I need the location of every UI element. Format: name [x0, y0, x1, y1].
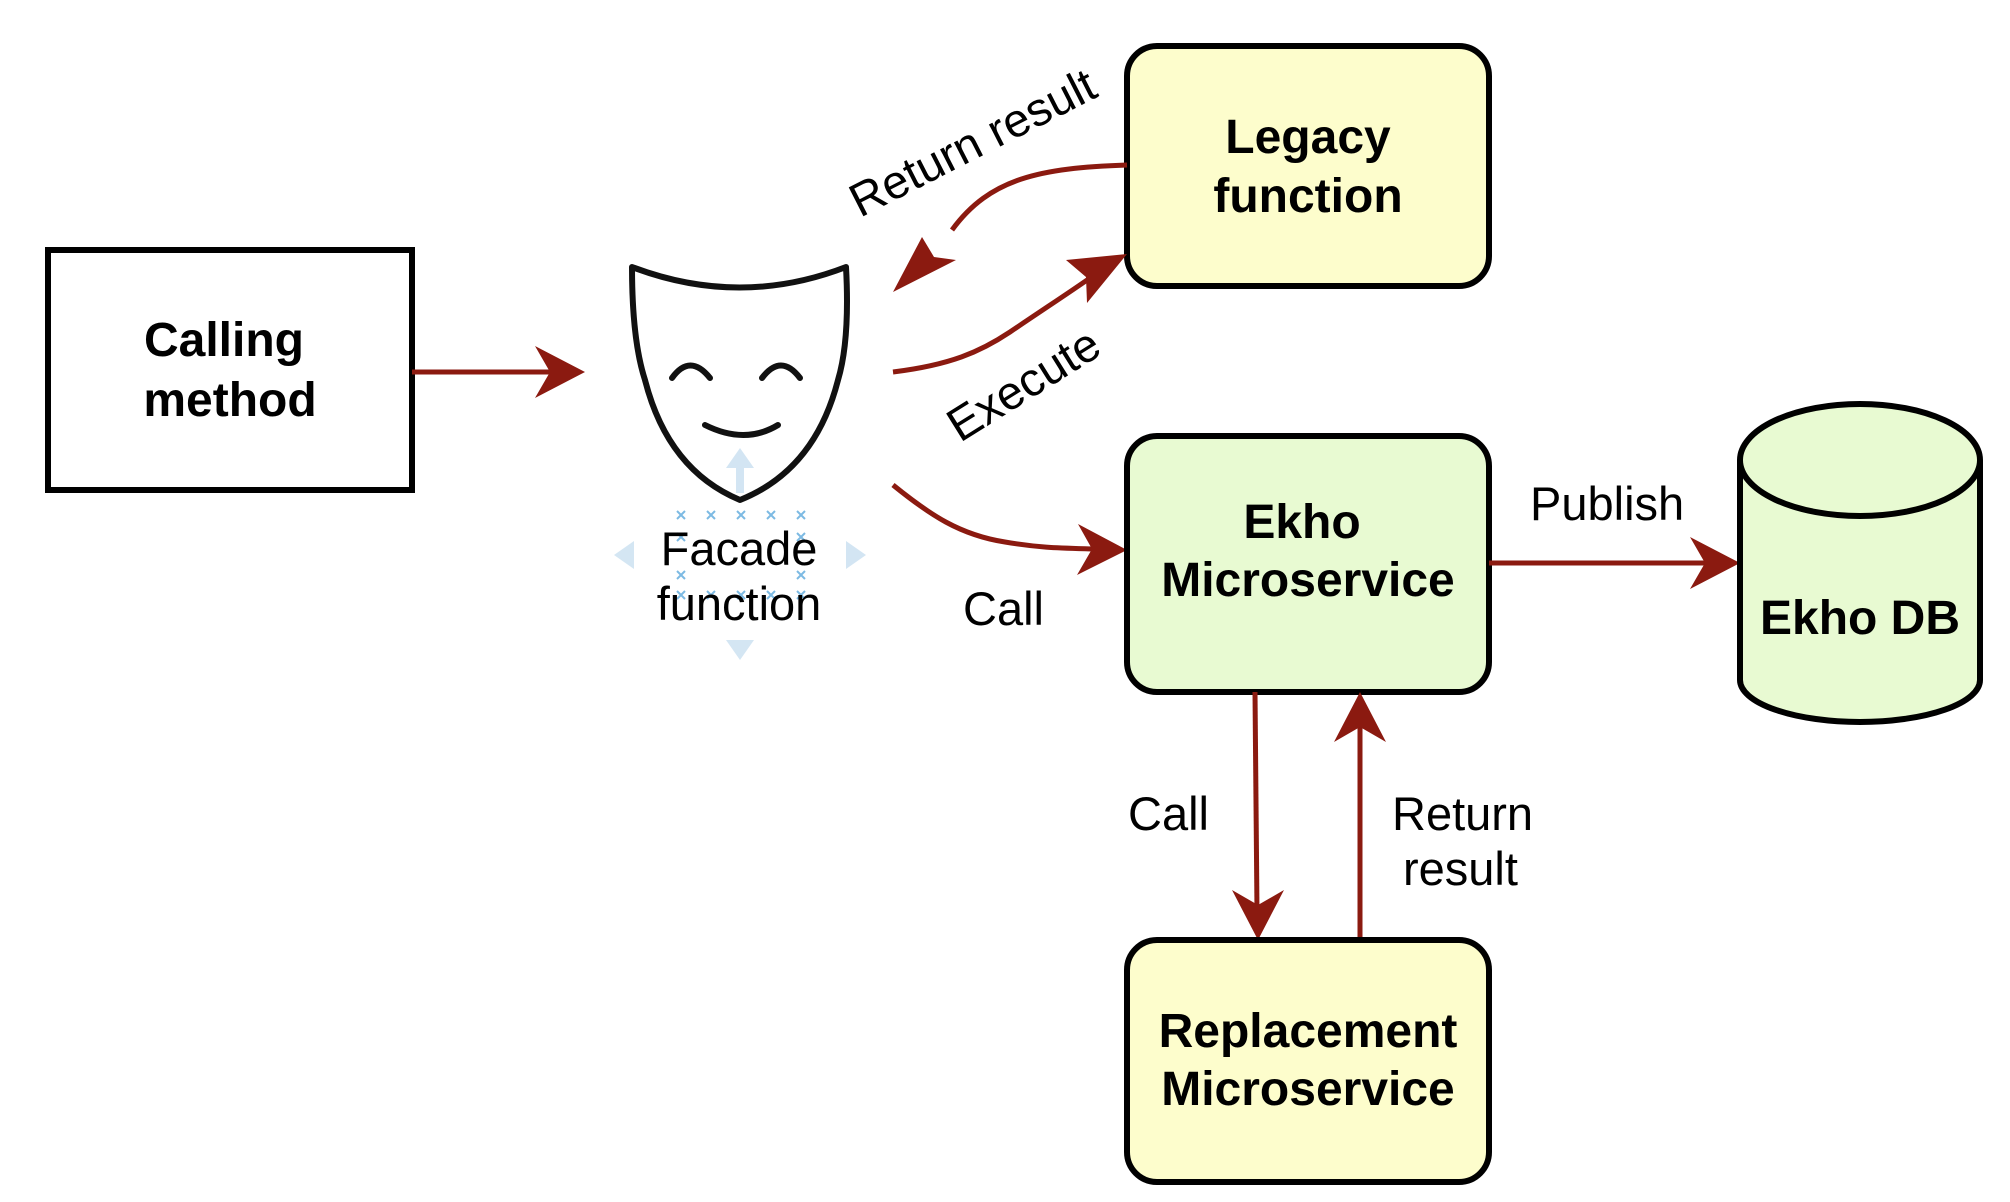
edge-label-publish: Publish	[1530, 477, 1684, 530]
calling-method-node[interactable]: Calling method	[45, 247, 415, 493]
edge-label-call-replacement: Call	[1128, 787, 1209, 840]
facade-label-line2: function	[657, 577, 822, 630]
edge-label-call-ekho: Call	[963, 582, 1044, 635]
ekho-label-line2: Microservice	[1161, 554, 1455, 607]
edge-label-execute: Execute	[937, 317, 1109, 452]
edge-return-result-bottom	[1334, 692, 1386, 940]
edge-label-return-line2: result	[1403, 842, 1518, 895]
replacement-label-line2: Microservice	[1161, 1063, 1455, 1116]
ekho-label-line1: Ekho	[1243, 496, 1360, 549]
edge-return-result-top	[893, 162, 1128, 292]
ekho-microservice-node[interactable]: Ekho Microservice	[1124, 433, 1492, 695]
legacy-label-line2: function	[1213, 170, 1402, 223]
theater-mask-icon	[629, 264, 850, 503]
selection-handles	[614, 448, 866, 660]
calling-method-label-line2: method	[143, 374, 316, 427]
edge-label-return-line1: Return	[1392, 787, 1533, 840]
edge-call-ekho	[891, 483, 1127, 575]
facade-node[interactable]: Facade function	[614, 264, 866, 660]
edge-calling-to-facade	[412, 346, 585, 398]
replacement-label-line1: Replacement	[1159, 1005, 1458, 1058]
edge-publish	[1489, 537, 1740, 589]
edge-call-replacement	[1232, 691, 1284, 940]
legacy-function-node[interactable]: Legacy function	[1124, 43, 1492, 289]
facade-label-line1: Facade	[661, 522, 818, 575]
calling-method-label-line1: Calling	[144, 314, 304, 367]
ekho-db-node[interactable]: Ekho DB	[1737, 401, 1983, 725]
replacement-microservice-node[interactable]: Replacement Microservice	[1124, 937, 1492, 1185]
edge-execute	[892, 254, 1127, 375]
legacy-label-line1: Legacy	[1225, 111, 1391, 164]
ekho-db-label: Ekho DB	[1760, 592, 1960, 645]
edge-label-return-result-top: Return result	[840, 58, 1104, 227]
